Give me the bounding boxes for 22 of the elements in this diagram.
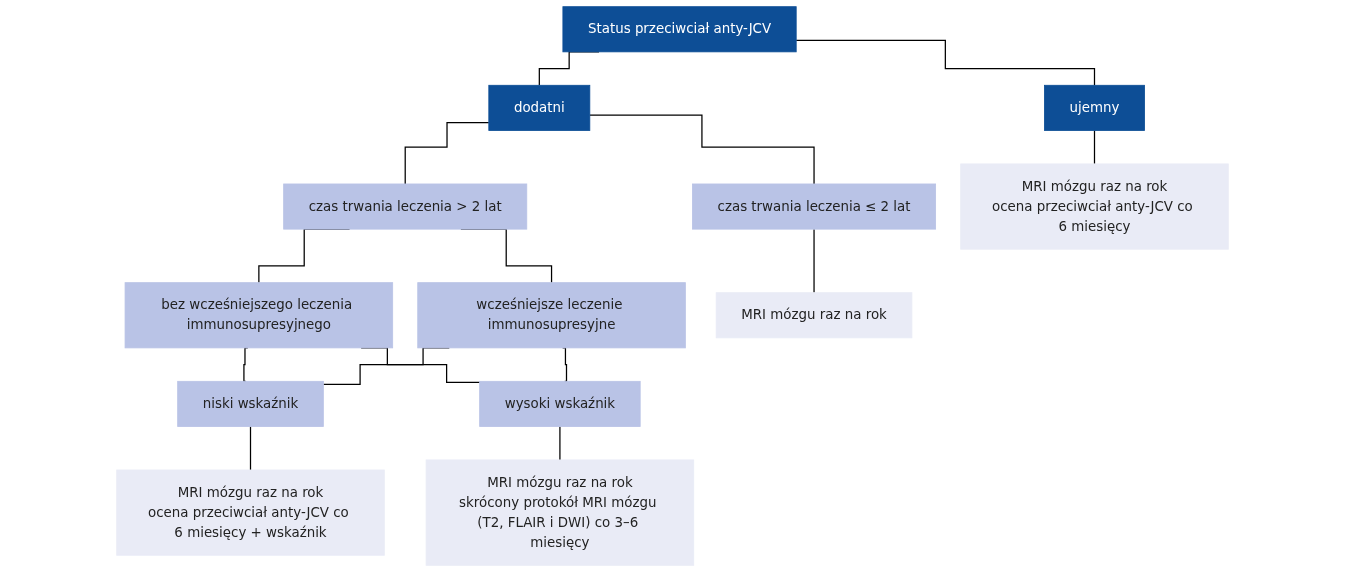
- node-box: MRI mózgu raz na rok: [715, 292, 913, 339]
- node-box: niski wskaźnik: [177, 380, 324, 427]
- connector: [1093, 129, 1096, 165]
- node-box: wysoki wskaźnik: [479, 380, 641, 427]
- node-box: bez wcześniejszego leczenia immunosupresyjnego: [124, 282, 394, 349]
- node-box: czas trwania leczenia ≤ 2 lat: [692, 183, 937, 230]
- node-box: MRI mózgu raz na rok skrócony protokół MRI mózgu (T2, FLAIR i DWI) co 3–6 miesięcy: [425, 459, 695, 566]
- connector: [589, 114, 815, 185]
- connector: [559, 425, 561, 461]
- connector: [813, 228, 815, 294]
- node-box: Status przeciwciał anty-JCV: [562, 6, 797, 53]
- connector: [795, 39, 1096, 86]
- connector: [562, 347, 568, 382]
- connector: [243, 347, 249, 382]
- node-box: MRI mózgu raz na rok ocena przeciwciał anty-JCV co 6 miesięcy: [960, 163, 1229, 250]
- node-box: czas trwania leczenia > 2 lat: [283, 183, 528, 230]
- node-box: wcześniejsze leczenie immunosupresyjne: [417, 282, 686, 349]
- connector: [404, 122, 490, 185]
- node-box: MRI mózgu raz na rok ocena przeciwciał anty-JCV co 6 miesięcy + wskaźnik: [116, 469, 385, 556]
- node-box: dodatni: [488, 84, 591, 131]
- node-box: ujemny: [1044, 84, 1145, 131]
- connector: [249, 425, 252, 471]
